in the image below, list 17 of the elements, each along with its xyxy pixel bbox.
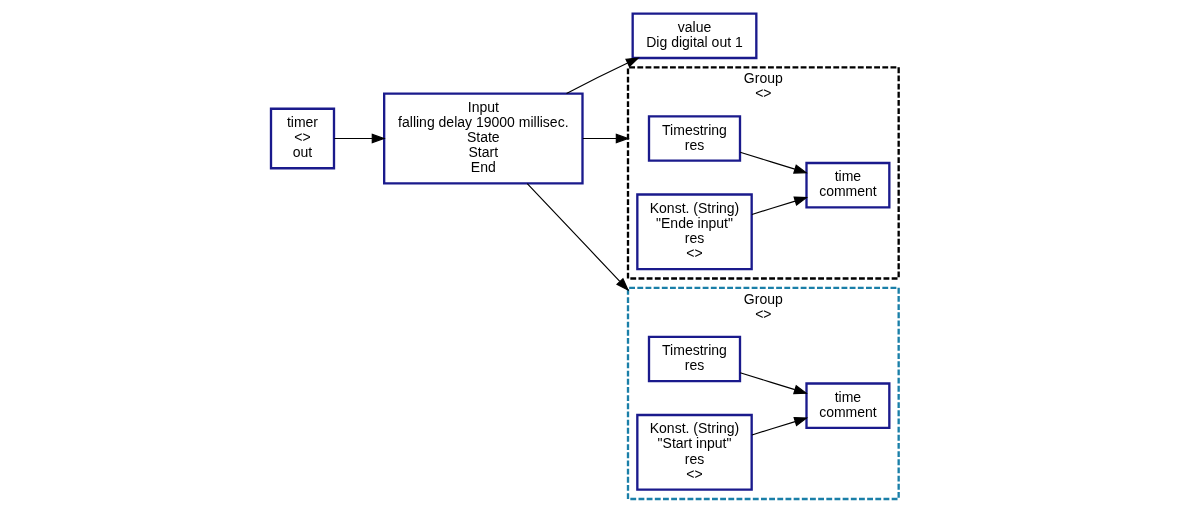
arrow	[582, 133, 630, 143]
arrow	[739, 151, 808, 174]
node-box: Konst. (String) "Ende input" res <>	[636, 192, 753, 270]
arrow	[333, 133, 386, 143]
node-box: timer <> out	[269, 107, 336, 169]
arrow	[739, 371, 808, 394]
arrow	[526, 182, 630, 291]
node-box: time comment	[805, 381, 891, 429]
node-box: Timestring res	[647, 114, 742, 162]
node-box: Konst. (String) "Start input" res <>	[636, 413, 753, 491]
node-box: time comment	[805, 161, 891, 208]
arrow	[751, 196, 809, 215]
node-box: Input falling delay 19000 millisec. State Start End	[383, 91, 584, 185]
arrow	[565, 56, 640, 94]
arrow	[751, 416, 809, 436]
node-box: value Dig digital out 1	[631, 12, 758, 59]
node-box: Timestring res	[647, 335, 742, 382]
